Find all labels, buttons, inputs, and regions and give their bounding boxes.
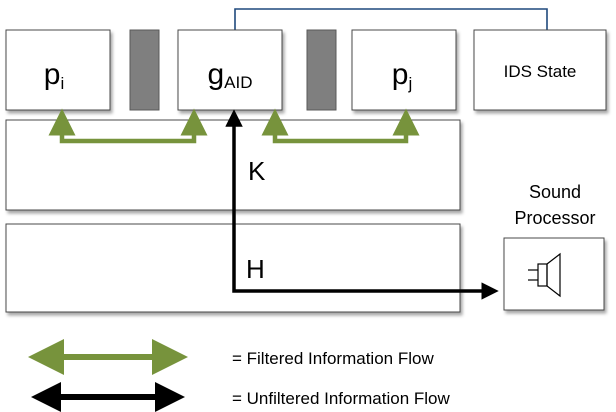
speaker-icon xyxy=(528,252,561,298)
legend-filtered-label: = Filtered Information Flow xyxy=(232,349,434,368)
separator-bar-right xyxy=(306,29,337,111)
unfiltered-flow-arrow xyxy=(225,109,499,300)
ids-state-label: IDS State xyxy=(504,62,577,81)
k-label: K xyxy=(248,156,266,186)
sound-processor-label-line2: Processor xyxy=(514,208,595,228)
p-i-box xyxy=(5,29,111,111)
ids-state-box xyxy=(473,29,607,111)
h-label: H xyxy=(246,254,265,284)
legend: = Filtered Information Flow = Unfiltered… xyxy=(28,339,451,412)
g-aid-label: gAID xyxy=(207,58,252,92)
legend-unfiltered-label: = Unfiltered Information Flow xyxy=(232,389,451,408)
sound-processor-label-line1: Sound xyxy=(529,182,581,202)
p-j-label: pj xyxy=(392,58,412,93)
g-aid-box xyxy=(177,29,283,111)
p-i-label: pi xyxy=(44,58,64,93)
separator-bar-left xyxy=(129,29,160,111)
sound-processor-box xyxy=(503,237,605,311)
ids-connector-line xyxy=(234,8,548,30)
filtered-flow-arrow-pi-gaid xyxy=(48,108,208,144)
